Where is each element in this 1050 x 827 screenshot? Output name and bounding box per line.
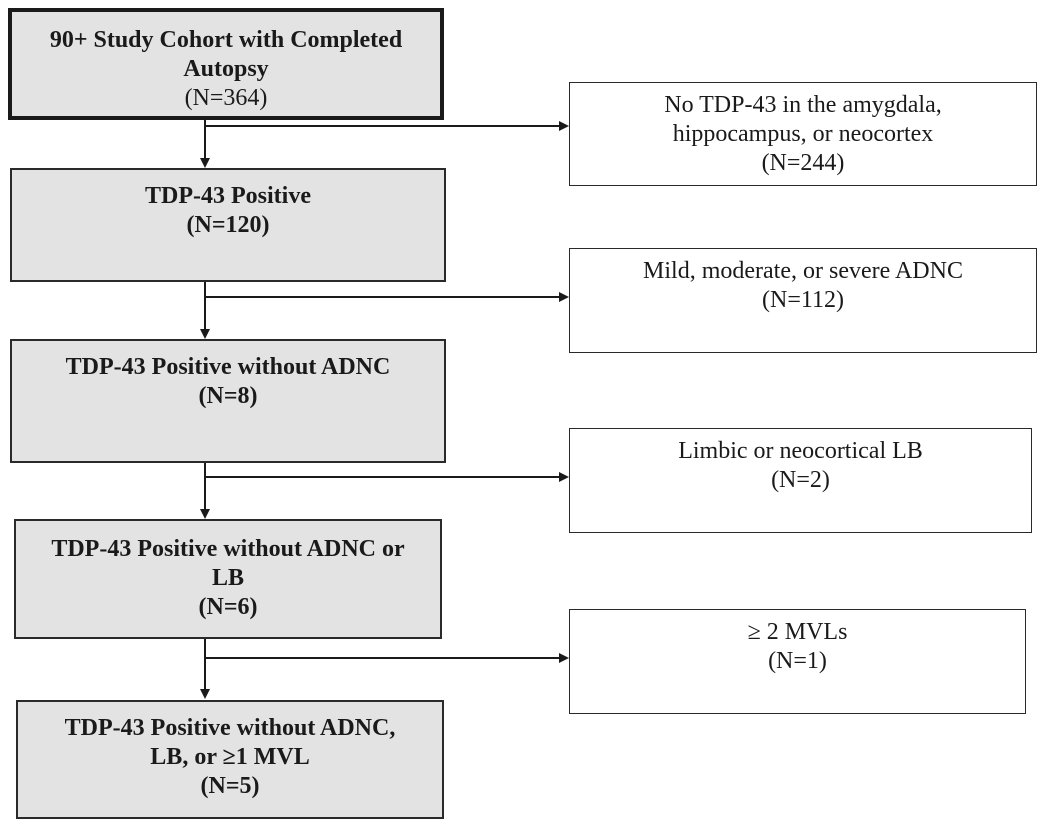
exclusion-lb-box: Limbic or neocortical LB (N=2): [569, 428, 1032, 533]
tdp43-without-adnc-count: (N=8): [198, 382, 258, 409]
exclusion-lb-line-1: Limbic or neocortical LB: [678, 438, 923, 464]
tdp43-without-adnc-lb-box: TDP-43 Positive without ADNC or LB (N=6): [14, 519, 442, 639]
final-cohort-box: TDP-43 Positive without ADNC, LB, or ≥1 …: [16, 700, 444, 819]
tdp43-without-adnc-box: TDP-43 Positive without ADNC (N=8): [10, 339, 446, 463]
tdp43-without-adnc-lb-count: (N=6): [198, 593, 258, 620]
exclusion-lb-count: (N=2): [771, 466, 830, 493]
cohort-title-line-1: 90+ Study Cohort with Completed: [49, 27, 403, 53]
exclusion-mvl-line-1: ≥ 2 MVLs: [747, 619, 848, 645]
final-cohort-count: (N=5): [200, 772, 260, 799]
tdp43-positive-title: TDP-43 Positive: [145, 183, 311, 209]
final-cohort-title-line-1: TDP-43 Positive without ADNC,: [64, 715, 396, 741]
exclusion-adnc-box: Mild, moderate, or severe ADNC (N=112): [569, 248, 1037, 353]
exclusion-no-tdp43-line-2: hippocampus, or neocortex: [672, 120, 934, 147]
tdp43-without-adnc-lb-title-line-2: LB: [211, 564, 244, 591]
cohort-count: (N=364): [184, 84, 268, 111]
exclusion-adnc-line-1: Mild, moderate, or severe ADNC: [643, 258, 963, 284]
exclusion-no-tdp43-line-1: No TDP-43 in the amygdala,: [664, 92, 942, 118]
tdp43-positive-box: TDP-43 Positive (N=120): [10, 168, 446, 282]
exclusion-mvl-count: (N=1): [768, 647, 827, 674]
exclusion-adnc-count: (N=112): [762, 286, 844, 313]
tdp43-positive-count: (N=120): [186, 211, 270, 238]
exclusion-mvl-box: ≥ 2 MVLs (N=1): [569, 609, 1026, 714]
tdp43-without-adnc-title: TDP-43 Positive without ADNC: [65, 354, 391, 380]
cohort-box: 90+ Study Cohort with Completed Autopsy …: [8, 8, 444, 120]
final-cohort-title-line-2: LB, or ≥1 MVL: [150, 743, 310, 770]
tdp43-without-adnc-lb-title-line-1: TDP-43 Positive without ADNC or: [51, 536, 405, 562]
cohort-title-line-2: Autopsy: [183, 55, 269, 82]
exclusion-no-tdp43-box: No TDP-43 in the amygdala, hippocampus, …: [569, 82, 1037, 186]
exclusion-no-tdp43-count: (N=244): [761, 149, 845, 176]
